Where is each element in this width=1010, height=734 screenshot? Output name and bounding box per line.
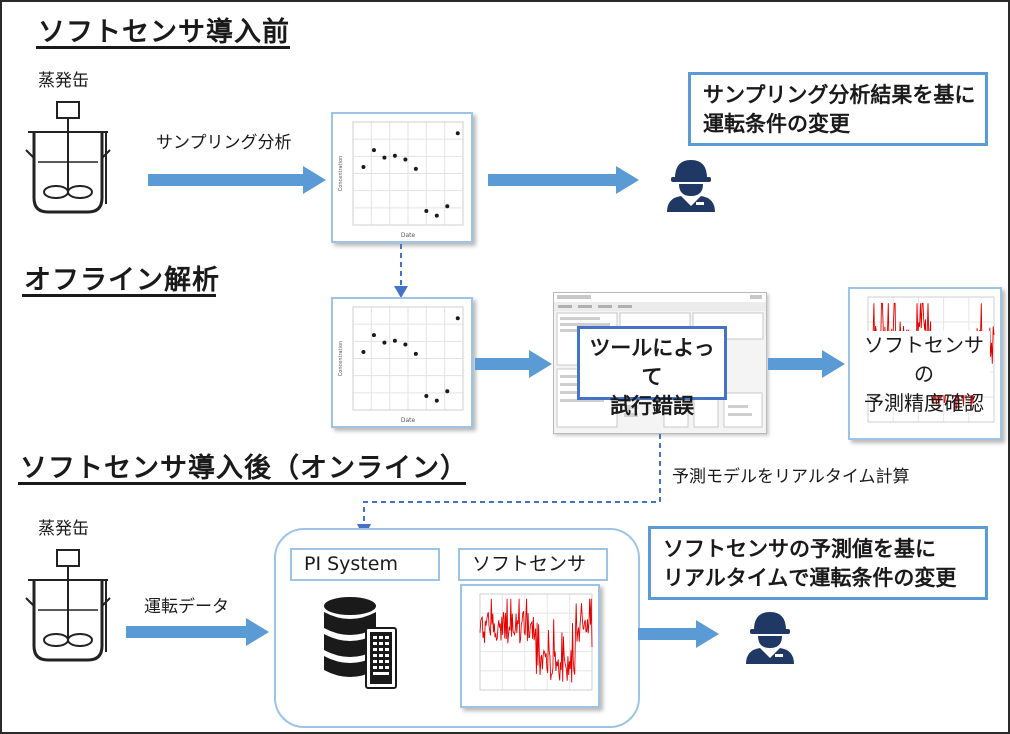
accuracy-line1: ソフトセンサの	[864, 333, 984, 386]
trend-line	[479, 598, 593, 683]
operation-data-label: 運転データ	[144, 597, 229, 617]
chart-point	[434, 213, 439, 218]
section-title-before-underline	[36, 46, 290, 49]
chart-xlabel: Date	[401, 417, 416, 424]
sampling-scatter-chart: Date Concentration	[338, 121, 464, 239]
sampling-result-line1: サンプリング分析結果を基に	[703, 83, 976, 107]
chart-point	[371, 333, 376, 338]
section-title-after: ソフトセンサ導入後（オンライン）	[20, 453, 468, 484]
operator-helmet-icon	[746, 612, 794, 664]
softsensor-result-line1: ソフトセンサの予測値を基に	[663, 537, 936, 561]
dashed-arrow-to-offline	[394, 244, 408, 298]
softsensor-result-box: ソフトセンサの予測値を基に リアルタイムで運転条件の変更	[648, 526, 988, 600]
pi-system-tag: PI System	[290, 548, 440, 581]
dashed-connector-realtime	[357, 434, 661, 538]
sampling-result-line2: 運転条件の変更	[703, 112, 850, 136]
soft-sensor-chart-frame	[460, 584, 600, 708]
tool-line2: 試行錯誤	[610, 394, 694, 418]
operator-helmet-icon	[667, 160, 715, 212]
chart-point	[392, 338, 397, 343]
soft-sensor-trend-chart	[479, 593, 593, 691]
section-title-offline: オフライン解析	[24, 265, 220, 296]
chart-point	[434, 398, 439, 403]
softsensor-result-line2: リアルタイムで運転条件の変更	[663, 566, 957, 590]
chart-xlabel: Date	[401, 232, 416, 239]
chart-point	[392, 153, 397, 158]
chart-point	[455, 316, 460, 321]
chart-point	[382, 155, 387, 160]
chart-point	[413, 166, 418, 171]
chart-point	[445, 389, 450, 394]
evaporator-label-bottom: 蒸発缶	[38, 519, 89, 539]
sampling-result-box: サンプリング分析結果を基に 運転条件の変更	[688, 72, 988, 146]
chart-point	[445, 204, 450, 209]
sampling-label: サンプリング分析	[156, 133, 292, 153]
evaporator-tank-icon	[25, 101, 111, 214]
accuracy-box: ソフトセンサの 予測精度確認	[858, 331, 990, 415]
chart-point	[361, 164, 366, 169]
soft-sensor-tag: ソフトセンサ	[458, 548, 608, 581]
chart-plot-area	[352, 121, 464, 226]
chart-point	[403, 157, 408, 162]
arrow-to-operator-bottom	[638, 620, 719, 648]
offline-chart-frame: Date Concentration	[331, 297, 473, 428]
arrow-to-accuracy	[768, 350, 845, 378]
chart-point	[403, 342, 408, 347]
realtime-calc-label: 予測モデルをリアルタイム計算	[672, 467, 910, 487]
arrow-to-sampling-chart	[148, 166, 326, 194]
chart-ylabel: Concentration	[338, 341, 344, 376]
evaporator-tank-icon	[25, 549, 111, 662]
chart-ylabel: Concentration	[338, 156, 344, 191]
arrow-to-system	[126, 618, 269, 646]
sampling-chart-frame: Date Concentration	[331, 112, 473, 243]
chart-point	[361, 349, 366, 354]
chart-point	[371, 148, 376, 153]
tool-box: ツールによって 試行錯誤	[577, 326, 727, 418]
arrow-to-tool	[475, 350, 552, 378]
offline-scatter-chart: Date Concentration	[338, 306, 464, 424]
tool-line1: ツールによって	[589, 336, 715, 389]
chart-point	[424, 393, 429, 398]
chart-point	[455, 131, 460, 136]
chart-plot-area	[352, 306, 464, 411]
accuracy-line2: 予測精度確認	[864, 391, 984, 415]
section-title-offline-underline	[22, 294, 216, 297]
chart-point	[382, 340, 387, 345]
database-server-icon	[324, 597, 397, 689]
accuracy-chart-frame: ソフトセンサの 予測精度確認	[848, 287, 1002, 440]
arrow-to-operator-top	[488, 166, 639, 194]
chart-point	[413, 351, 418, 356]
evaporator-label-top: 蒸発缶	[38, 71, 89, 91]
section-title-after-underline	[18, 482, 466, 485]
section-title-before: ソフトセンサ導入前	[38, 17, 290, 48]
chart-point	[424, 208, 429, 213]
